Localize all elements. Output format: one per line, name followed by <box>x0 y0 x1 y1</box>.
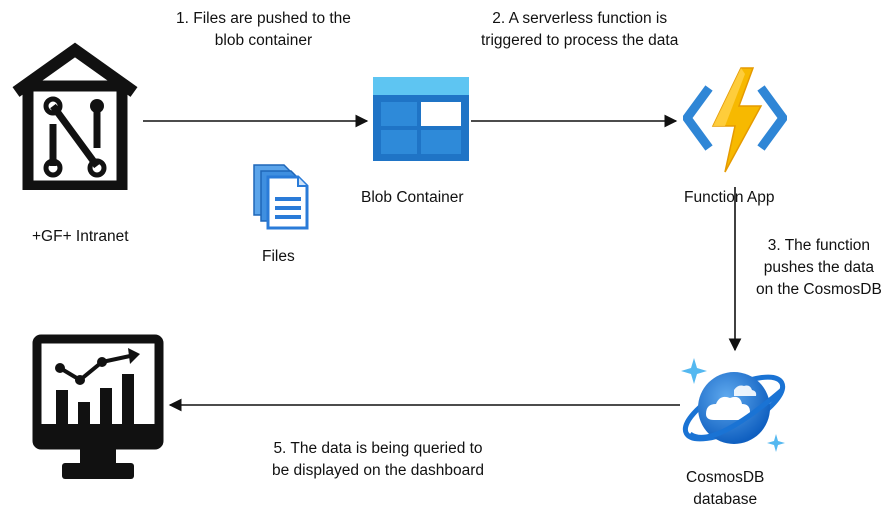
step2-line1: 2. A serverless function is <box>492 10 668 27</box>
step2-line2: triggered to process the data <box>481 32 679 49</box>
blob-storage-icon <box>373 77 469 161</box>
step3-line1: 3. The function <box>767 237 871 254</box>
function-app-label: Function App <box>684 189 775 206</box>
files-label: Files <box>262 248 295 265</box>
step1-annotation: 1. Files are pushed to the blob containe… <box>176 8 351 52</box>
step5-line1: 5. The data is being queried to <box>273 440 483 457</box>
cosmosdb-label: CosmosDB database <box>686 467 764 511</box>
step3-line2: pushes the data <box>763 259 875 276</box>
step3-line3: on the CosmosDB <box>756 281 882 298</box>
documents-icon <box>253 164 309 230</box>
dashboard-monitor-icon <box>32 334 164 479</box>
cosmosdb-label-line2: database <box>693 491 758 508</box>
step5-line2: be displayed on the dashboard <box>272 462 484 479</box>
cosmosdb-label-line1: CosmosDB <box>686 469 765 486</box>
azure-function-icon <box>683 67 787 173</box>
cosmosdb-icon <box>681 358 786 452</box>
house-n-icon <box>12 42 138 190</box>
step5-annotation: 5. The data is being queried to be displ… <box>272 438 484 482</box>
step1-line2: blob container <box>214 32 313 49</box>
intranet-label: +GF+ Intranet <box>32 228 129 245</box>
step1-line1: 1. Files are pushed to the <box>176 10 351 27</box>
blob-label: Blob Container <box>361 189 464 206</box>
step2-annotation: 2. A serverless function is triggered to… <box>481 8 678 52</box>
step3-annotation: 3. The function pushes the data on the C… <box>756 235 882 301</box>
